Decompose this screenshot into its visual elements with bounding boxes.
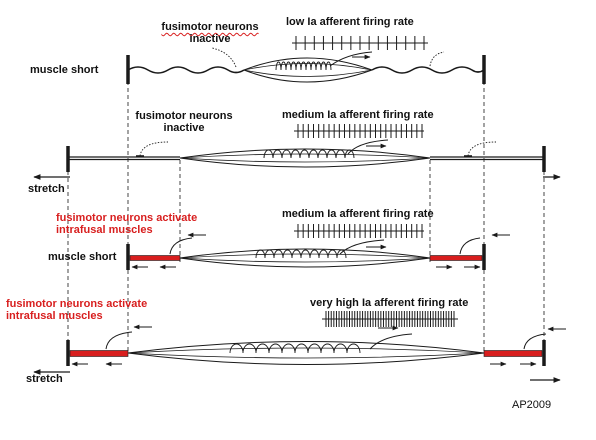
ia-afferent-fibre xyxy=(329,51,373,67)
panel-2-fusimotor-label: fusimotor neurons inactive xyxy=(122,110,246,134)
spindle-capsule-bottom xyxy=(179,157,431,168)
annulospiral-ending xyxy=(263,149,355,159)
spindle-fibre-bottom xyxy=(179,157,431,163)
spindle-capsule-bottom xyxy=(179,257,431,268)
spindle-fibre-bottom xyxy=(243,69,373,77)
spindle-fibre-bottom xyxy=(127,352,485,359)
panel-4-fusimotor-line2: intrafusal muscles xyxy=(6,310,103,322)
panel-3-left-label: muscle short xyxy=(48,251,117,263)
panel-3-firing-label: medium Ia afferent firing rate xyxy=(282,208,434,220)
panel-2-fusimotor-line1: fusimotor neurons xyxy=(135,110,233,122)
panel-3-fusimotor-line2: intrafusal muscles xyxy=(56,224,153,236)
panel-1-artwork xyxy=(126,36,486,84)
fusimotor-fibre-right xyxy=(459,237,481,255)
panel-1-firing-label: low Ia afferent firing rate xyxy=(286,16,414,28)
fusimotor-fibre-left xyxy=(105,331,133,350)
panel-4-artwork xyxy=(33,311,566,383)
panel-4-fusimotor-line1: fusimotor neurons activate xyxy=(6,298,148,310)
annulospiral-ending xyxy=(229,343,361,354)
panel-3-fusimotor-label: fusimotor neurons activate intrafusal mu… xyxy=(56,212,197,236)
panel-2-left-label: stretch xyxy=(28,183,65,195)
fusimotor-fibre-right xyxy=(467,141,497,157)
contracted-intrafusal-left xyxy=(69,350,129,357)
spindle-capsule-top xyxy=(179,248,431,259)
spindle-capsule-top xyxy=(127,341,485,354)
fusimotor-fibre-right xyxy=(429,51,445,67)
contracted-intrafusal-left xyxy=(129,255,181,261)
fusimotor-fibre-right xyxy=(523,333,547,350)
annulospiral-ending xyxy=(255,249,347,259)
dashed-guides xyxy=(67,60,545,352)
credit-label: AP2009 xyxy=(512,399,552,411)
panel-1-left-label: muscle short xyxy=(30,64,99,76)
ia-afferent-fibre xyxy=(339,239,385,255)
panel-2-fusimotor-line2: inactive xyxy=(163,122,205,134)
panel-4-left-label: stretch xyxy=(26,373,63,385)
panel-3-artwork xyxy=(126,224,510,270)
spindle-capsule-top xyxy=(243,57,373,71)
panel-3-fusimotor-line1: fusimotor neurons activate xyxy=(56,212,198,224)
panel-4-firing-label: very high Ia afferent firing rate xyxy=(310,297,469,309)
panel-1-fusimotor-label: fusimotor neurons inactive xyxy=(150,21,270,45)
fusimotor-fibre-left xyxy=(169,237,193,255)
slack-polar-left xyxy=(127,66,245,74)
contracted-intrafusal-right xyxy=(429,255,483,261)
panel-1-fusimotor-line1: fusimotor neurons xyxy=(161,21,259,33)
spindle-capsule-top xyxy=(179,148,431,159)
spindle-fibre-top xyxy=(179,253,431,259)
contracted-intrafusal-right xyxy=(483,350,543,357)
spindle-fibre-top xyxy=(179,153,431,159)
ia-afferent-fibre xyxy=(369,333,413,350)
spindle-fibre-bottom xyxy=(179,257,431,263)
panel-4-fusimotor-label: fusimotor neurons activate intrafusal mu… xyxy=(6,298,147,322)
slack-polar-right xyxy=(371,66,485,74)
spindle-capsule-bottom xyxy=(243,69,373,83)
panel-2-firing-label: medium Ia afferent firing rate xyxy=(282,109,434,121)
spike-train xyxy=(295,36,425,50)
annulospiral-ending xyxy=(275,61,332,71)
panel-2-artwork xyxy=(33,124,561,180)
spike-train xyxy=(297,224,423,238)
spike-train xyxy=(325,311,455,327)
ia-afferent-fibre xyxy=(347,139,389,155)
panel-1-fusimotor-line2: inactive xyxy=(189,33,231,45)
fusimotor-fibre-left xyxy=(211,47,237,68)
spindle-capsule-bottom xyxy=(127,352,485,365)
spindle-fibre-top xyxy=(127,347,485,354)
spike-train xyxy=(297,124,423,138)
fusimotor-fibre-left xyxy=(139,141,169,157)
